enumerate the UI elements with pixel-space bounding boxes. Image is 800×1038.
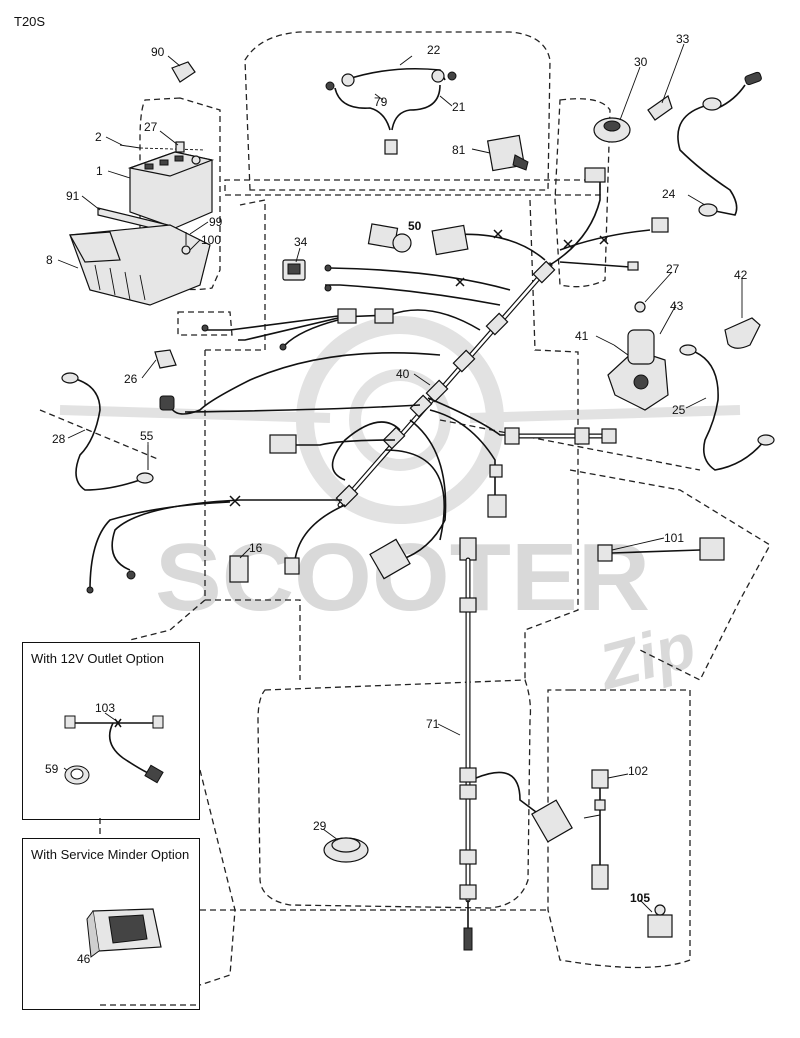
callout-29: 29 — [313, 819, 327, 833]
callout-25: 25 — [672, 403, 686, 417]
callouts: 90 22 79 21 81 30 33 2 27 1 91 99 100 8 … — [46, 32, 748, 905]
callout-43: 43 — [670, 299, 684, 313]
model-code: T20S — [14, 14, 46, 29]
callout-22: 22 — [427, 43, 441, 57]
callout-30: 30 — [634, 55, 648, 69]
callout-99: 99 — [209, 215, 223, 229]
callout-2: 2 — [95, 130, 102, 144]
callout-102: 102 — [628, 764, 648, 778]
option-box-service-minder: With Service Minder Option 46 — [22, 838, 200, 1010]
callout-41: 41 — [575, 329, 589, 343]
callout-91: 91 — [66, 189, 80, 203]
callout-33: 33 — [676, 32, 690, 46]
callout-40: 40 — [396, 367, 410, 381]
callout-90: 90 — [151, 45, 165, 59]
callout-1: 1 — [96, 164, 103, 178]
harness-71 — [459, 537, 573, 951]
callout-27b: 27 — [666, 262, 680, 276]
callout-59: 59 — [45, 762, 59, 776]
main-harness — [86, 167, 669, 594]
callout-42: 42 — [734, 268, 748, 282]
service-minder-drawing: 46 — [77, 908, 162, 966]
watermark-text: SCOOTER — [155, 524, 650, 631]
parts — [61, 61, 775, 938]
callout-16: 16 — [249, 541, 263, 555]
callout-46: 46 — [77, 952, 91, 966]
watermark: SCOOTER Zip — [59, 316, 741, 704]
outlet-option-drawing: 103 59 — [45, 701, 164, 785]
callout-103: 103 — [95, 701, 115, 715]
callout-24: 24 — [662, 187, 676, 201]
callout-8: 8 — [46, 253, 53, 267]
callout-71: 71 — [426, 717, 440, 731]
option-box-12v-outlet: With 12V Outlet Option 103 59 — [22, 642, 200, 820]
callout-50: 50 — [408, 219, 422, 233]
callout-28: 28 — [52, 432, 66, 446]
callout-79: 79 — [374, 95, 388, 109]
callout-105: 105 — [630, 891, 650, 905]
callout-26: 26 — [124, 372, 138, 386]
callout-55: 55 — [140, 429, 154, 443]
option-title-service-minder: With Service Minder Option — [31, 847, 190, 862]
chassis-outlines — [39, 31, 771, 1006]
option-title-12v: With 12V Outlet Option — [31, 651, 164, 666]
callout-21: 21 — [452, 100, 466, 114]
callout-100: 100 — [201, 233, 221, 247]
callout-34: 34 — [294, 235, 308, 249]
callout-101: 101 — [664, 531, 684, 545]
callout-81: 81 — [452, 143, 466, 157]
callout-27a: 27 — [144, 120, 158, 134]
